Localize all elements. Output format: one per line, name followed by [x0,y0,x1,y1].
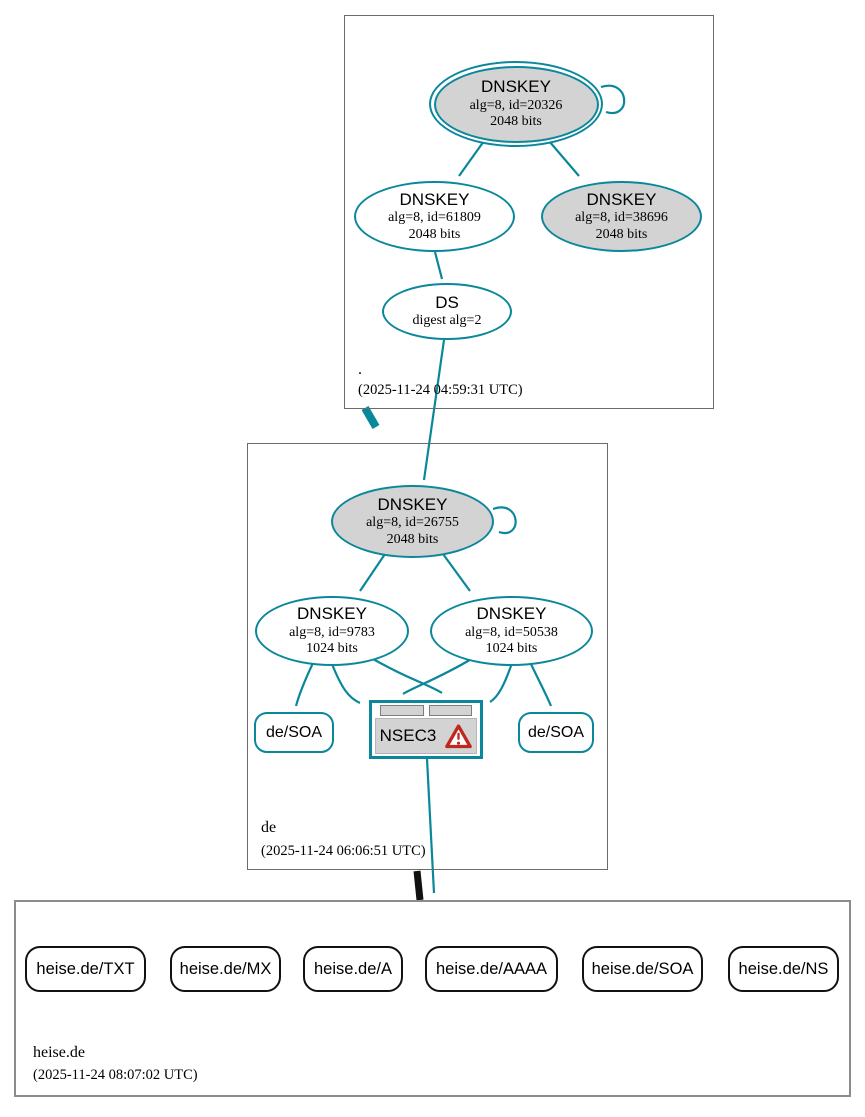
dnskey-bits: 2048 bits [386,531,439,547]
warning-icon[interactable] [445,723,473,749]
dnskey-alg-id: alg=8, id=38696 [575,210,668,225]
dnskey-alg-id: alg=8, id=9783 [289,624,375,640]
dnskey-title: DNSKEY [297,604,367,624]
dnskey-alg-id: alg=8, id=61809 [388,210,481,225]
edge-delegation-root-to-de [361,405,380,430]
dnskey-node-50538-zsk[interactable]: DNSKEY alg=8, id=50538 1024 bits [430,596,593,666]
zone-timestamp-heise-de: (2025-11-24 08:07:02 UTC) [33,1067,198,1083]
dnskey-alg-id: alg=8, id=26755 [366,515,459,530]
ds-digest-alg: digest alg=2 [412,313,482,329]
dnskey-bits: 1024 bits [485,641,538,657]
zone-label-heise-de: heise.de [33,1044,85,1061]
zone-label-root: . [358,361,362,378]
nsec3-body: NSEC3 [375,718,477,754]
ds-title: DS [435,293,459,313]
nsec3-record-cell [428,705,472,716]
dnskey-node-38696-ksk[interactable]: DNSKEY alg=8, id=38696 2048 bits [541,181,702,252]
rrset-node-heise-de-soa[interactable]: heise.de/SOA [582,946,703,992]
dnskey-title: DNSKEY [399,189,470,209]
nsec3-label: NSEC3 [379,726,437,745]
rrset-label: de/SOA [265,723,323,741]
edge-ds-to-de-ksk [422,339,446,481]
dnskey-title: DNSKEY [476,604,547,624]
edge-root-ksk-to-ksk-38696 [548,140,580,177]
ds-node-root[interactable]: DS digest alg=2 [382,283,512,340]
rrset-node-heise-de-aaaa[interactable]: heise.de/AAAA [425,946,558,992]
dnskey-title: DNSKEY [377,494,448,514]
zone-timestamp-de: (2025-11-24 06:06:51 UTC) [261,843,426,859]
rrset-node-de-soa-left[interactable]: de/SOA [254,712,334,753]
dnskey-title: DNSKEY [481,77,551,97]
nsec3-record-cells [380,705,472,716]
edge-nsec3-to-heise [425,758,436,894]
rrset-node-heise-de-a[interactable]: heise.de/A [303,946,403,992]
rrset-label: heise.de/MX [179,959,272,978]
rrset-label: heise.de/SOA [591,959,694,978]
edge-root-ksk-selfsign [600,84,626,115]
rrset-label: de/SOA [527,723,585,741]
dnskey-sep-ring [433,65,599,143]
edge-zsk-50538-to-soa-right [529,661,553,707]
dnskey-bits: 2048 bits [595,226,648,242]
dnskey-bits: 1024 bits [306,641,358,657]
edge-de-ksk-to-zsk-9783 [359,553,386,592]
rrset-label: heise.de/NS [738,959,829,978]
edge-zsk-50538-to-nsec3-right [489,662,514,703]
dnskey-bits: 2048 bits [408,226,461,242]
dnskey-alg-id: alg=8, id=20326 [469,97,563,113]
dnskey-node-9783-zsk[interactable]: DNSKEY alg=8, id=9783 1024 bits [255,596,409,666]
rrset-label: heise.de/A [314,959,392,978]
dnskey-node-26755-ksk[interactable]: DNSKEY alg=8, id=26755 2048 bits [331,485,494,558]
zone-timestamp-root: (2025-11-24 04:59:31 UTC) [358,382,523,398]
rrset-node-de-soa-right[interactable]: de/SOA [518,712,594,753]
zone-box-heise-de: heise.de (2025-11-24 08:07:02 UTC) [14,900,851,1097]
edge-zsk-9783-to-soa-left [294,662,314,707]
rrset-node-heise-de-ns[interactable]: heise.de/NS [728,946,839,992]
nsec3-record-cell [380,705,424,716]
edge-root-ksk-to-zsk-61809 [458,140,485,177]
dnskey-title: DNSKEY [586,189,657,209]
nsec3-node[interactable]: NSEC3 [369,700,483,759]
dnskey-alg-id: alg=8, id=50538 [465,624,558,640]
zone-box-root: . (2025-11-24 04:59:31 UTC) [344,15,714,409]
rrset-label: heise.de/TXT [36,959,135,978]
edge-zsk-9783-to-nsec3-cell-right [367,655,443,694]
edge-zsk-50538-to-nsec3-cell-left [402,657,474,695]
edge-de-ksk-selfsign [492,506,517,535]
rrset-node-heise-de-txt[interactable]: heise.de/TXT [25,946,146,992]
zone-label-de: de [261,819,277,836]
rrset-node-heise-de-mx[interactable]: heise.de/MX [170,946,281,992]
dnskey-node-61809-zsk[interactable]: DNSKEY alg=8, id=61809 2048 bits [354,181,515,252]
dnskey-bits: 2048 bits [490,114,542,130]
rrset-label: heise.de/AAAA [436,959,547,978]
zone-box-de: de (2025-11-24 06:06:51 UTC) [247,443,608,870]
edge-zsk-61809-to-ds [433,251,444,280]
edge-zsk-9783-to-nsec3-left [330,663,361,705]
edge-delegation-de-to-heise [413,870,424,901]
dnskey-node-20326-ksk[interactable]: DNSKEY alg=8, id=20326 2048 bits [429,61,603,147]
edge-de-ksk-to-zsk-50538 [442,553,471,592]
